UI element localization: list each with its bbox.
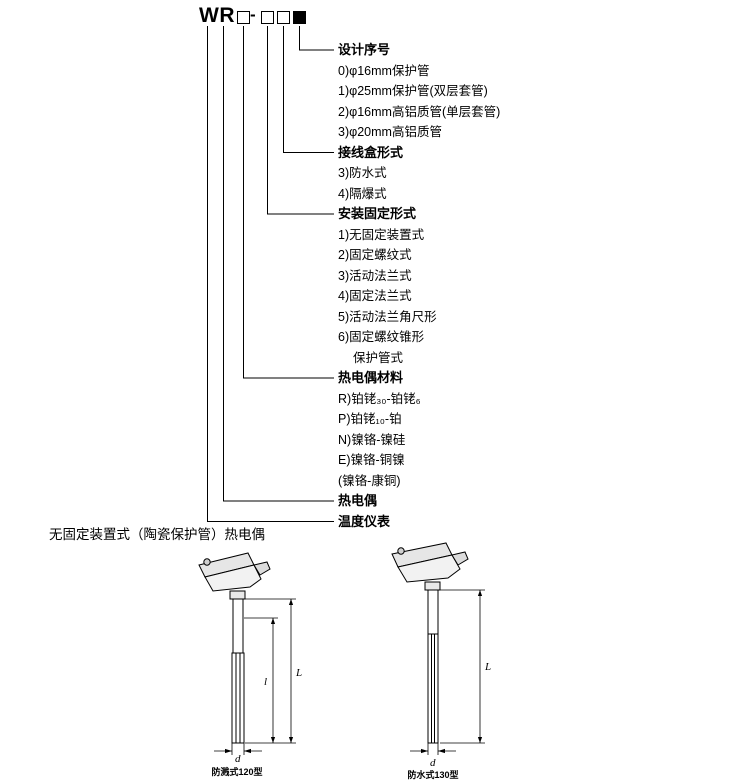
legend-title-mounting: 安装固定形式 bbox=[338, 206, 417, 221]
legend-item-continuation: 保护管式 bbox=[353, 350, 404, 365]
legend-item: (镍铬-康铜) bbox=[338, 473, 401, 488]
legend-item: 5)活动法兰角尺形 bbox=[338, 309, 437, 324]
dim-label-d: d bbox=[235, 753, 241, 764]
legend-title-instrument: 温度仪表 bbox=[338, 513, 391, 529]
legend-item: 3)防水式 bbox=[338, 166, 387, 180]
model-prefix: WR bbox=[199, 4, 235, 27]
figure-label-splashproof: 防溅式120型 bbox=[211, 767, 263, 777]
model-box-mounting bbox=[261, 11, 274, 24]
connector-junction-box bbox=[283, 26, 334, 153]
connector-material bbox=[243, 26, 334, 379]
figure-label-waterproof: 防水式130型 bbox=[407, 770, 459, 780]
legend-item: 2)固定螺纹式 bbox=[338, 248, 412, 262]
legend-title-thermocouple: 热电偶 bbox=[338, 493, 378, 508]
legend-item: R)铂铑₃₀-铂铑₆ bbox=[338, 391, 421, 406]
legend-item: 3)φ20mm高铝质管 bbox=[338, 125, 442, 139]
connector-mounting bbox=[267, 26, 334, 215]
dimension-lines bbox=[410, 590, 485, 755]
legend-item: 2)φ16mm高铝质管(单层套管) bbox=[338, 104, 501, 119]
connector-instrument bbox=[207, 26, 334, 522]
legend-item: E)镍铬-铜镍 bbox=[338, 453, 405, 467]
figure-splashproof-drawing: l L d bbox=[198, 552, 302, 764]
legend-item: 0)φ16mm保护管 bbox=[338, 63, 430, 78]
section-caption: 无固定装置式（陶瓷保护管）热电偶 bbox=[49, 527, 265, 542]
dim-label-d: d bbox=[430, 757, 436, 768]
legend-item: 4)固定法兰式 bbox=[338, 289, 412, 303]
dim-label-L: L bbox=[295, 667, 302, 679]
model-code: WR - bbox=[0, 4, 730, 28]
dim-label-l: l bbox=[264, 676, 267, 688]
model-box-junction-box bbox=[277, 11, 290, 24]
thermocouple-head bbox=[391, 542, 469, 590]
model-box-design-no bbox=[293, 11, 306, 24]
legend-title-junction-box: 接线盒形式 bbox=[338, 144, 404, 160]
protection-tube bbox=[232, 599, 244, 743]
dim-label-L: L bbox=[484, 661, 491, 673]
figure-waterproof-drawing: L d bbox=[391, 542, 491, 768]
model-legend: 设计序号 0)φ16mm保护管 1)φ25mm保护管(双层套管) 2)φ16mm… bbox=[338, 40, 726, 532]
model-box-material bbox=[237, 11, 250, 24]
dimension-arrows bbox=[421, 590, 483, 754]
connector-thermocouple bbox=[223, 26, 334, 502]
legend-item: 6)固定螺纹锥形 bbox=[338, 330, 425, 344]
protection-tube bbox=[428, 590, 438, 743]
legend-item: 1)无固定装置式 bbox=[338, 227, 425, 242]
legend-title-material: 热电偶材料 bbox=[338, 370, 404, 385]
legend-item: P)铂铑₁₀-铂 bbox=[338, 412, 402, 426]
legend-item: 3)活动法兰式 bbox=[338, 268, 412, 283]
legend-item: 1)φ25mm保护管(双层套管) bbox=[338, 84, 488, 98]
dimension-arrows bbox=[225, 599, 294, 754]
model-dash: - bbox=[250, 5, 256, 24]
legend-item: 4)隔爆式 bbox=[338, 186, 387, 201]
legend-item: N)镍铬-镍硅 bbox=[338, 432, 406, 447]
connector-design-no bbox=[299, 26, 334, 51]
connector-lines bbox=[207, 26, 334, 522]
legend-title-design-no: 设计序号 bbox=[338, 42, 391, 57]
thermocouple-head bbox=[198, 552, 271, 599]
dimension-lines bbox=[214, 599, 296, 755]
